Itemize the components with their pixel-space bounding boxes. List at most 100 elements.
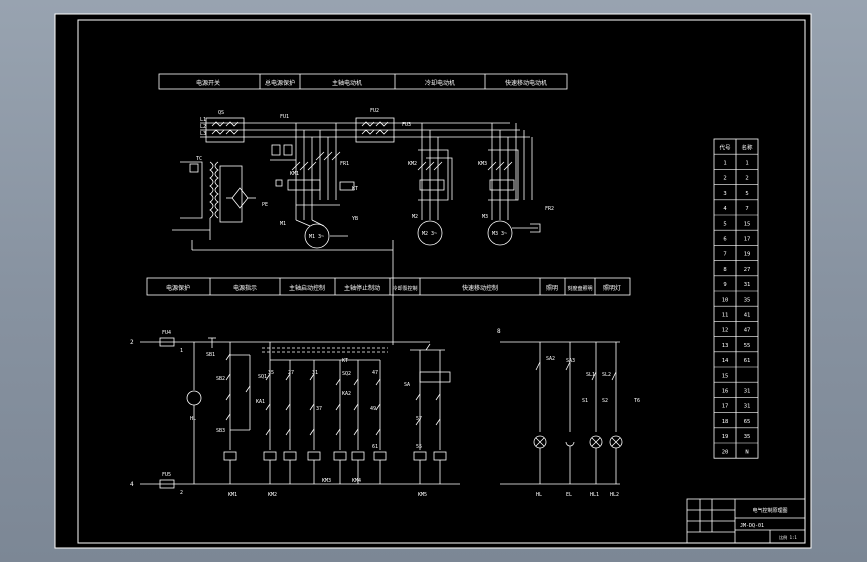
lighting-label-sa3: SA3 <box>566 358 575 364</box>
power-label-l1: L1 <box>200 117 206 123</box>
control-label-node2: 2 <box>180 490 183 496</box>
lighting-label-sl2: SL2 <box>602 372 611 378</box>
motor-m3-tag: M3 <box>482 214 488 220</box>
control-label-n35: 35 <box>268 370 274 376</box>
component-table-cell: 5 <box>723 221 726 227</box>
bottom-header-cell: 冷却泵控制 <box>392 285 417 292</box>
power-label-km3: KM3 <box>478 161 487 167</box>
control-label-kt: KT <box>342 358 348 364</box>
component-table-cell: 2 <box>723 176 726 182</box>
control-label-sq1: SQ1 <box>258 374 267 380</box>
control-label-sa: SA <box>404 382 410 388</box>
power-label-l3: L3 <box>200 131 206 137</box>
component-table-cell: 17 <box>722 404 729 410</box>
control-label-fu4: FU4 <box>162 330 171 336</box>
control-label-rail-bot: 4 <box>130 481 134 488</box>
control-label-sq2: SQ2 <box>342 371 351 377</box>
bottom-header-cell: 主轴启动控制 <box>289 284 325 292</box>
power-label-km1: KM1 <box>290 171 299 177</box>
control-label-n27: 27 <box>288 370 294 376</box>
power-label-l2: L2 <box>200 124 206 130</box>
component-table-cell: 16 <box>722 389 729 395</box>
component-table-cell: 6 <box>723 237 726 243</box>
control-label-ka1: KA1 <box>256 399 265 405</box>
power-label-fr1: FR1 <box>340 161 349 167</box>
control-label-sb1: SB1 <box>206 352 215 358</box>
component-table-cell: 14 <box>722 358 729 364</box>
sheet-inner-border <box>77 19 806 544</box>
bottom-header-cell: 电源保护 <box>166 284 190 292</box>
component-table-cell: 61 <box>744 358 751 364</box>
component-table-cell: 15 <box>722 373 729 379</box>
component-table-cell: 12 <box>722 328 729 334</box>
component-table-cell: 15 <box>744 221 751 227</box>
control-label-n61: 61 <box>372 444 378 450</box>
bottom-header-cell: 照明灯 <box>603 284 621 292</box>
lighting-label-t6: T6 <box>634 398 640 404</box>
top-header-bar <box>158 73 568 90</box>
control-label-km3: KM3 <box>322 478 331 484</box>
top-header-cell: 电源开关 <box>196 79 220 87</box>
lamp-label: HL2 <box>610 492 619 498</box>
top-header-cell: 快速移动电动机 <box>505 79 547 87</box>
component-table-cell: 35 <box>744 297 751 303</box>
power-label-yb: YB <box>352 216 358 222</box>
component-table-cell: 55 <box>744 343 751 349</box>
lighting-label-s1: S1 <box>582 398 588 404</box>
component-table-header: 代号 <box>719 143 731 151</box>
title-block <box>686 498 806 544</box>
component-table-cell: 7 <box>723 252 726 258</box>
component-table-cell: 18 <box>722 419 729 425</box>
power-label-fu1: FU1 <box>280 114 289 120</box>
lighting-label-sa2: SA2 <box>546 356 555 362</box>
bottom-header-cell: 电源指示 <box>233 284 257 292</box>
control-label-n57: 57 <box>416 416 422 422</box>
title-block-title: 电气控制原理图 <box>752 507 787 514</box>
component-table-cell: 35 <box>744 434 751 440</box>
control-label-n47: 47 <box>372 370 378 376</box>
power-label-fu3: FU3 <box>402 122 411 128</box>
power-label-fr2: FR2 <box>545 206 554 212</box>
lamp-label: EL <box>566 492 572 498</box>
bottom-header-cell: 刻度盘照明 <box>567 285 592 292</box>
bottom-header-cell: 照明 <box>546 285 558 292</box>
component-table-cell: 13 <box>722 343 729 349</box>
motor-m2-label: M2 3~ <box>422 231 437 237</box>
control-label-sb3: SB3 <box>216 428 225 434</box>
motor-m3-label: M3 3~ <box>492 231 507 237</box>
component-table-cell: 3 <box>723 191 726 197</box>
title-block-scale: 比例 1:1 <box>779 534 797 540</box>
component-table-cell: 10 <box>722 297 729 303</box>
component-table-cell: 9 <box>723 282 726 288</box>
title-block-drawing-no: JM-DQ-01 <box>740 523 764 529</box>
lighting-label-sl1: SL1 <box>586 372 595 378</box>
lighting-label-n8: 8 <box>497 328 501 335</box>
power-label-pe: PE <box>262 202 268 208</box>
bottom-header-cell: 主轴停止制动 <box>344 284 380 292</box>
sheet-outer-border <box>54 13 812 549</box>
component-table-cell: 4 <box>723 206 727 212</box>
component-table-cell: 1 <box>723 161 726 167</box>
component-table-cell: 1 <box>745 161 748 167</box>
control-label-n55: 55 <box>416 444 422 450</box>
component-table-cell: 19 <box>722 434 729 440</box>
component-table-cell: 17 <box>744 237 751 243</box>
component-table-cell: 20 <box>722 449 729 455</box>
power-label-tc: TC <box>196 156 202 162</box>
power-label-kt: KT <box>352 186 358 192</box>
top-header-cell: 主轴电动机 <box>332 79 362 87</box>
power-circuit <box>172 117 541 345</box>
top-header-cell: 冷却电动机 <box>425 79 455 87</box>
control-label-fu5: FU5 <box>162 472 171 478</box>
power-label-km2: KM2 <box>408 161 417 167</box>
component-table-cell: 2 <box>745 176 748 182</box>
lighting-label-s2: S2 <box>602 398 608 404</box>
control-circuit <box>140 337 623 489</box>
control-label-n31: 31 <box>312 370 318 376</box>
component-table-cell: 31 <box>744 389 751 395</box>
bottom-header-bar <box>146 277 631 296</box>
lamp-label: HL <box>536 492 542 498</box>
